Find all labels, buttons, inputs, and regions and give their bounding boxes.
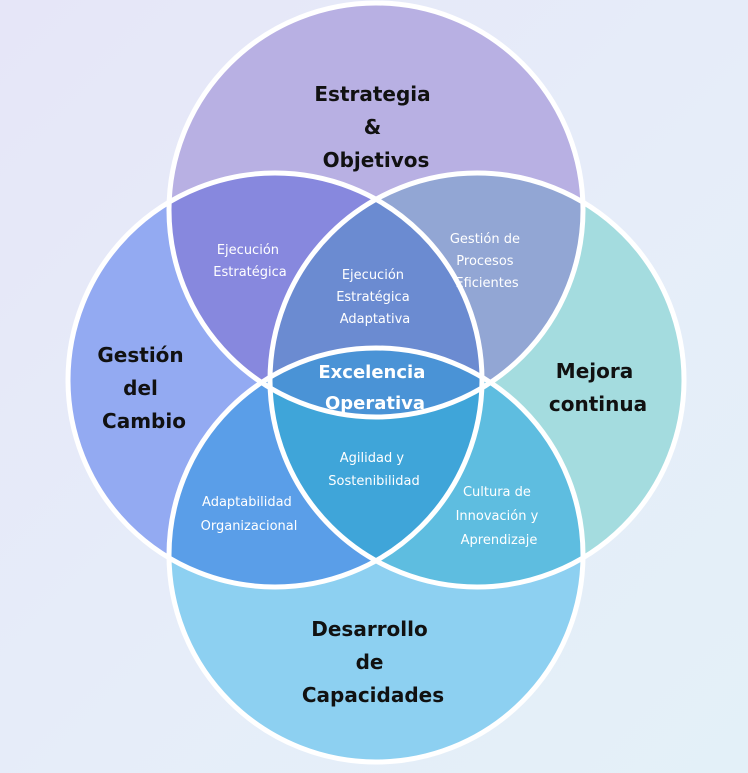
label-top-right-line-1: Gestión de [450,232,520,247]
label-center: Excelencia Operativa [318,362,431,414]
label-top-center-line-1: Ejecución [342,268,404,283]
label-top-right-line-3: Eficientes [455,276,518,291]
label-right-line-2: continua [549,392,647,416]
label-left-bottom-line-2: Organizacional [201,519,298,534]
label-bottom-line-3: Capacidades [302,683,444,707]
label-top-right: Gestión de Procesos Eficientes [450,232,524,291]
label-top-center-line-2: Estratégica [336,290,409,305]
label-left: Gestión del Cambio [97,343,190,433]
label-center-line-1: Excelencia [318,362,425,383]
label-bottom: Desarrollo de Capacidades [302,617,444,707]
label-top-center-line-3: Adaptativa [340,312,411,327]
label-top-left-line-2: Estratégica [213,265,286,280]
label-bottom-center-line-1: Agilidad y [340,451,405,466]
label-left-bottom: Adaptabilidad Organizacional [201,495,298,534]
label-right-line-1: Mejora [556,359,633,383]
label-top-left-line-1: Ejecución [217,243,279,258]
label-left-line-2: del [123,376,158,400]
label-left-line-1: Gestión [97,343,183,367]
label-bottom-line-2: de [356,650,384,674]
label-right-bottom-line-3: Aprendizaje [461,533,538,548]
label-top-center: Ejecución Estratégica Adaptativa [336,268,414,327]
label-top-line-2: & [364,115,381,139]
circle-top-outline [166,0,586,420]
label-right-bottom: Cultura de Innovación y Aprendizaje [456,485,543,548]
label-top: Estrategia & Objetivos [314,82,437,172]
label-top-left: Ejecución Estratégica [213,243,286,280]
label-left-bottom-line-1: Adaptabilidad [202,495,292,510]
label-bottom-center-line-2: Sostenibilidad [328,474,419,489]
label-bottom-line-1: Desarrollo [311,617,427,641]
label-right-bottom-line-1: Cultura de [463,485,531,500]
label-bottom-center: Agilidad y Sostenibilidad [328,451,419,489]
label-left-line-3: Cambio [102,409,186,433]
label-right-bottom-line-2: Innovación y [456,509,539,524]
label-top-line-1: Estrategia [314,82,430,106]
label-top-right-line-2: Procesos [456,254,513,269]
label-center-line-2: Operativa [325,393,425,414]
label-right: Mejora continua [549,359,647,416]
label-top-line-3: Objetivos [323,148,430,172]
circle-bottom-outline [166,345,586,765]
